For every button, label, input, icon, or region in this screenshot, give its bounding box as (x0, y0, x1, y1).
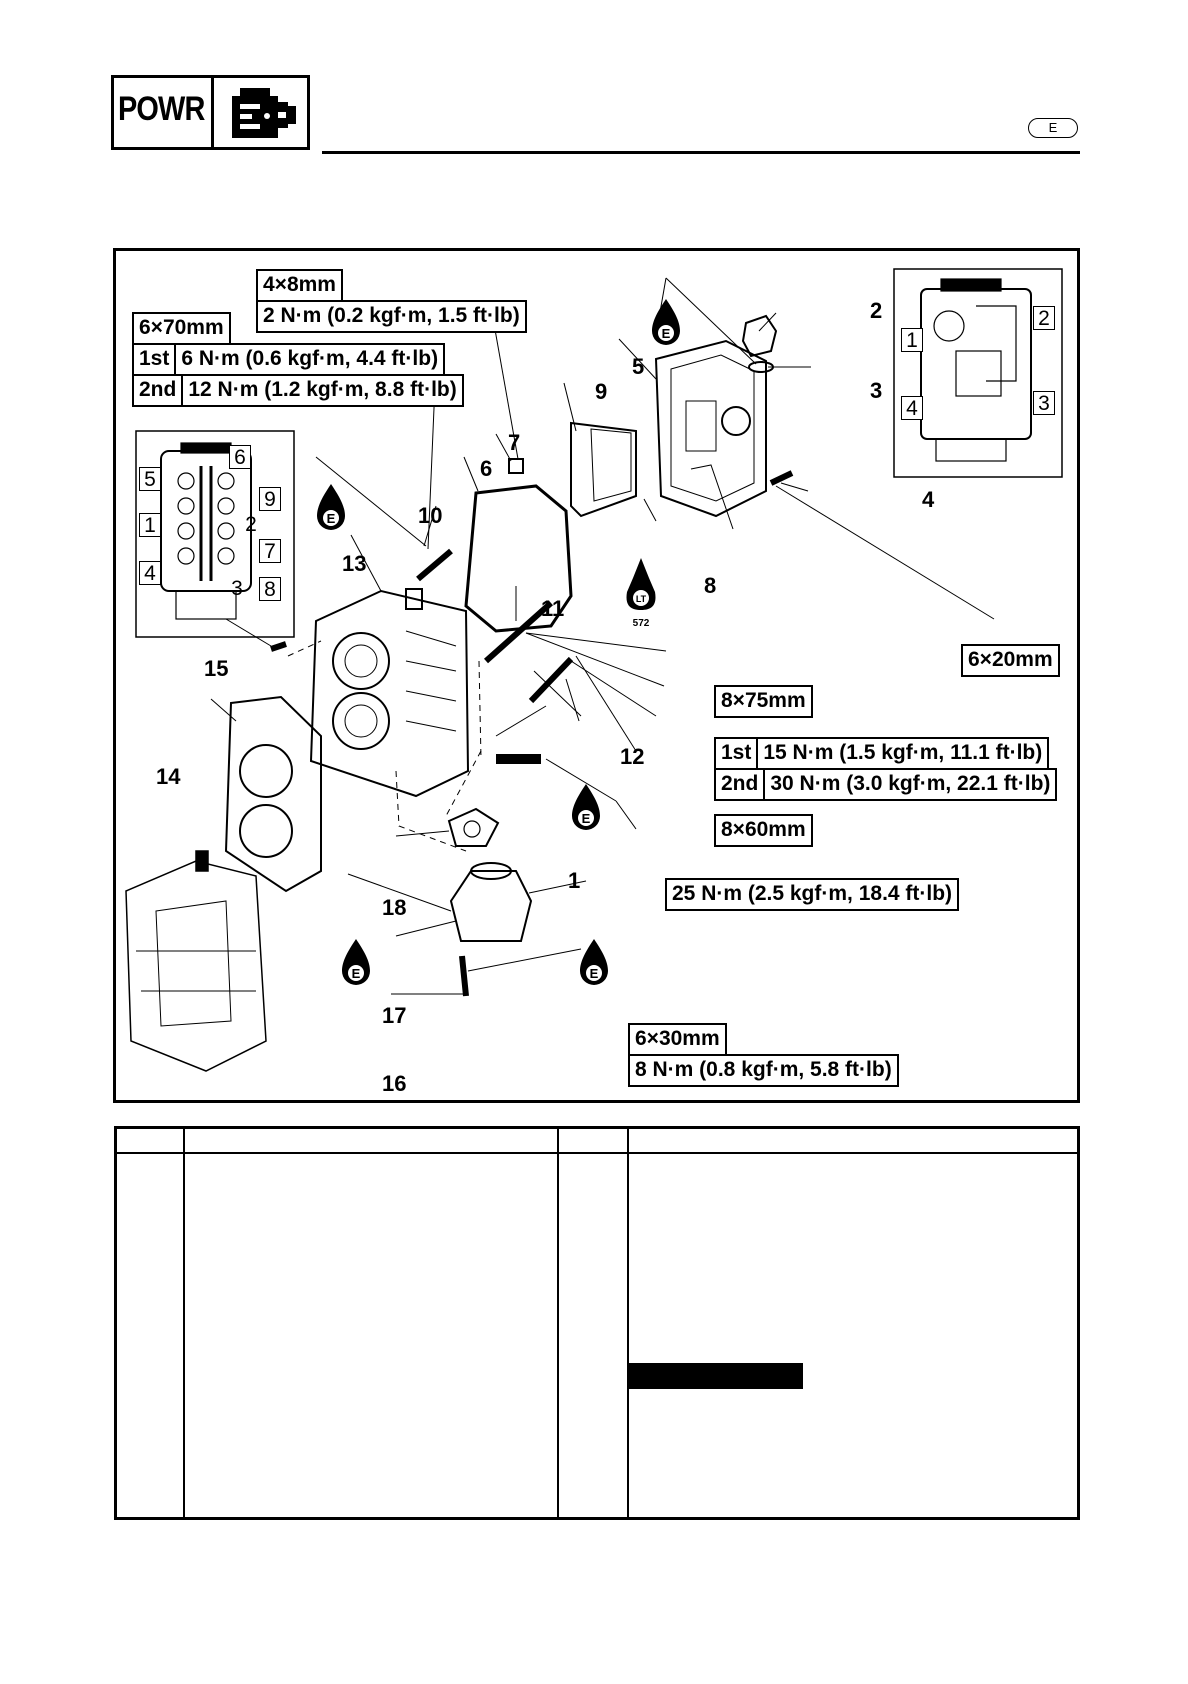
callout-11: 11 (541, 596, 565, 621)
right-inset-engine-sketch (920, 278, 1032, 462)
step-label: 2nd (714, 768, 766, 801)
step-label: 2nd (132, 374, 184, 407)
badge-divider (211, 78, 214, 147)
right-inset-num-1: 1 (901, 328, 923, 352)
section-badge: POWR (111, 75, 310, 150)
exploded-diagram: E E E E E (113, 248, 1080, 1103)
svg-text:LT: LT (636, 594, 647, 604)
spec-bolt-8x60-first: 1st 15 N·m (1.5 kgf·m, 11.1 ft·lb) (714, 737, 1050, 770)
step-label: 1st (132, 343, 177, 376)
left-inset-num-4: 4 (139, 561, 161, 585)
svg-text:E: E (582, 811, 591, 826)
svg-text:E: E (662, 326, 671, 341)
svg-text:E: E (327, 511, 336, 526)
head-gasket-drawing (224, 695, 322, 893)
spec-bolt-4x8-size: 4×8mm (256, 269, 343, 302)
loctite-icon: LT 572 (626, 558, 656, 629)
thermostat-cover-drawing (449, 862, 533, 942)
callout-7: 7 (508, 430, 521, 455)
right-inset-num-3: 3 (1033, 391, 1055, 415)
callout-10: 10 (418, 503, 443, 528)
left-inset-num-8: 8 (259, 577, 281, 601)
callout-3: 3 (870, 378, 883, 403)
table-col-divider (627, 1129, 629, 1517)
table-col-divider (183, 1129, 185, 1517)
left-inset-engine-sketch (160, 442, 252, 620)
spec-bolt-6x30-size: 6×30mm (628, 1023, 727, 1056)
callout-4: 4 (922, 487, 935, 512)
step-torque: 12 N·m (1.2 kgf·m, 8.8 ft·lb) (183, 374, 464, 407)
parts-table (114, 1126, 1080, 1520)
spec-bolt-6x20-size: 6×20mm (961, 644, 1060, 677)
spec-bolt-8x60-size: 8×60mm (714, 814, 813, 847)
note-banner (629, 1363, 803, 1389)
spec-bolt-4x8-torque: 2 N·m (0.2 kgf·m, 1.5 ft·lb) (256, 300, 527, 333)
spec-bolt-6x70-second: 2nd 12 N·m (1.2 kgf·m, 8.8 ft·lb) (132, 374, 464, 407)
cylinder-head-drawing (309, 588, 470, 798)
table-header-rule (117, 1152, 1077, 1154)
table-col-divider (557, 1129, 559, 1517)
valve-cover-drawing (654, 339, 767, 518)
left-inset-num-7: 7 (259, 539, 281, 563)
left-inset-num-2: 2 (245, 513, 257, 536)
callout-9: 9 (595, 379, 608, 404)
svg-text:E: E (352, 966, 361, 981)
left-inset-num-3: 3 (231, 577, 243, 600)
callout-1: 1 (568, 868, 581, 893)
callout-16: 16 (382, 1071, 407, 1096)
callout-17: 17 (382, 1003, 407, 1028)
step-torque: 6 N·m (0.6 kgf·m, 4.4 ft·lb) (176, 343, 446, 376)
spec-bolt-6x30-torque: 8 N·m (0.8 kgf·m, 5.8 ft·lb) (628, 1054, 899, 1087)
spec-sensor-torque: 25 N·m (2.5 kgf·m, 18.4 ft·lb) (665, 878, 960, 911)
callout-5: 5 (632, 354, 645, 379)
engine-oil-icons: E E E E E (317, 276, 680, 985)
left-inset-num-5: 5 (139, 467, 161, 491)
step-torque: 30 N·m (3.0 kgf·m, 22.1 ft·lb) (765, 768, 1058, 801)
step-label: 1st (714, 737, 759, 770)
svg-text:572: 572 (633, 618, 650, 629)
left-inset-num-9: 9 (259, 487, 281, 511)
spec-bolt-8x75-size: 8×75mm (714, 685, 813, 718)
spec-bolt-8x60-second: 2nd 30 N·m (3.0 kgf·m, 22.1 ft·lb) (714, 768, 1058, 801)
header-rule (322, 151, 1080, 154)
spec-bolt-6x70-size: 6×70mm (132, 312, 231, 345)
right-inset-num-4: 4 (901, 396, 923, 420)
section-label: POWR (118, 90, 205, 128)
callout-15: 15 (204, 656, 229, 681)
callout-6: 6 (480, 456, 493, 481)
left-inset-num-1: 1 (139, 513, 161, 537)
diagram-artwork: E E E E E (125, 268, 1063, 1072)
power-unit-icon (232, 88, 296, 138)
callout-12: 12 (620, 744, 645, 769)
callout-8: 8 (704, 573, 717, 598)
engine-overview-drawing (125, 850, 267, 1072)
step-torque: 15 N·m (1.5 kgf·m, 11.1 ft·lb) (758, 737, 1050, 770)
callout-18: 18 (382, 895, 407, 920)
callout-2: 2 (870, 298, 883, 323)
spec-bolt-6x70-first: 1st 6 N·m (0.6 kgf·m, 4.4 ft·lb) (132, 343, 446, 376)
callout-13: 13 (342, 551, 367, 576)
left-inset-num-6: 6 (229, 445, 251, 469)
right-inset-num-2: 2 (1033, 306, 1055, 330)
svg-text:E: E (590, 966, 599, 981)
language-badge: E (1028, 118, 1078, 138)
callout-14: 14 (156, 764, 181, 789)
